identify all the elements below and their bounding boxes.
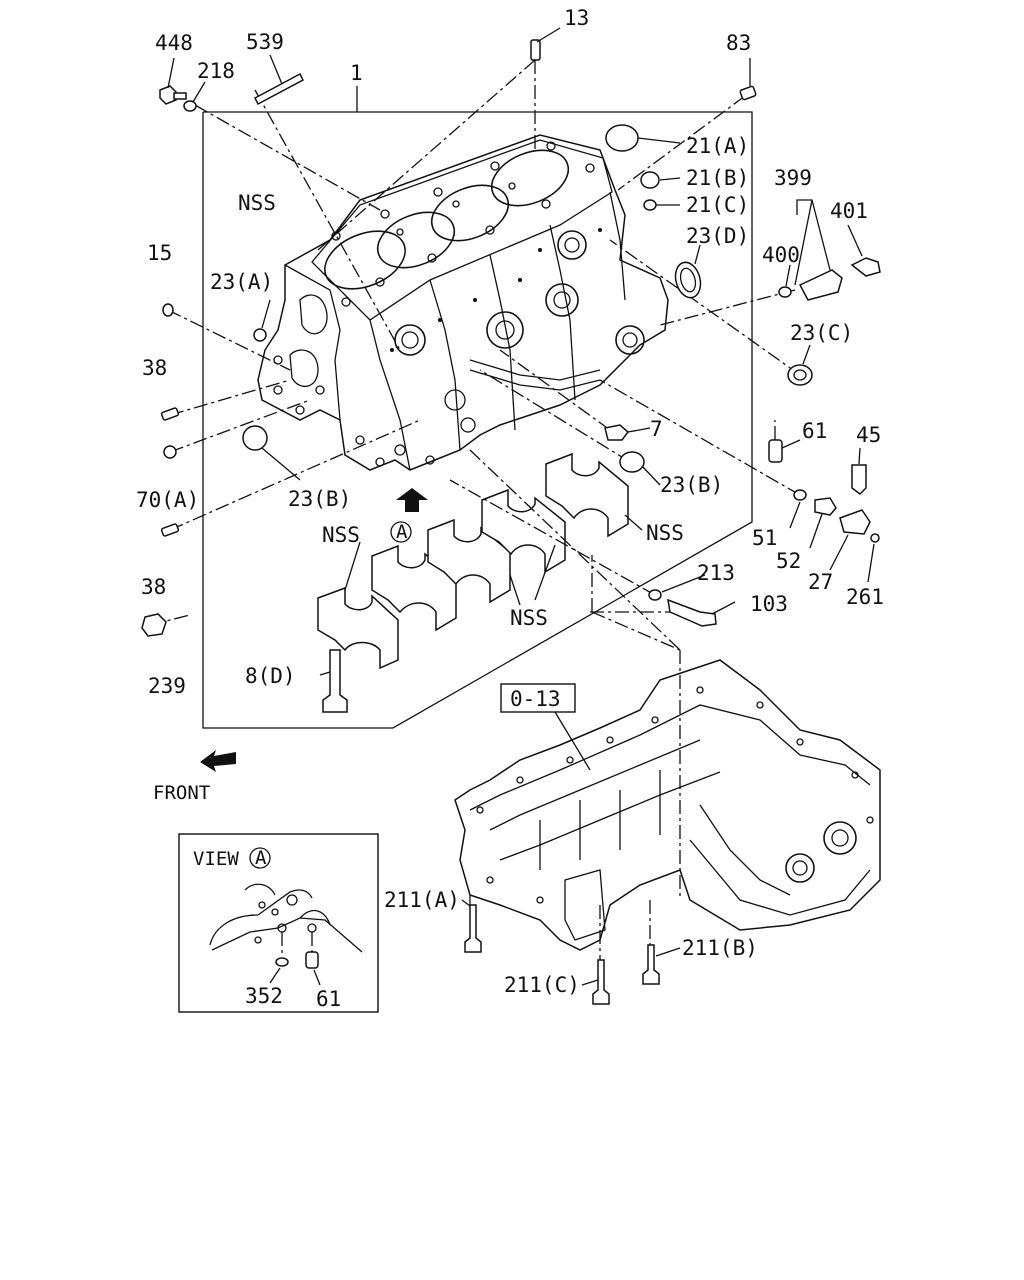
label-38-bottom: 38 bbox=[141, 575, 166, 599]
label-448: 448 bbox=[155, 31, 193, 55]
label-8d: 8(D) bbox=[245, 664, 296, 688]
label-23c: 23(C) bbox=[790, 321, 853, 345]
label-211a: 211(A) bbox=[384, 888, 460, 912]
label-front: FRONT bbox=[153, 782, 210, 804]
label-213: 213 bbox=[697, 561, 735, 585]
label-7: 7 bbox=[650, 417, 663, 441]
bearing-caps bbox=[317, 452, 629, 670]
assembly-frame bbox=[202, 86, 753, 729]
loose-parts bbox=[141, 39, 881, 1005]
label-23b-right: 23(B) bbox=[660, 473, 723, 497]
front-arrow-icon bbox=[200, 750, 236, 772]
label-callout-lines bbox=[167, 27, 875, 986]
label-23b-left: 23(B) bbox=[288, 487, 351, 511]
label-13: 13 bbox=[564, 6, 589, 30]
label-83: 83 bbox=[726, 31, 751, 55]
view-a-arrow bbox=[396, 488, 428, 512]
label-211c: 211(C) bbox=[504, 973, 580, 997]
label-400: 400 bbox=[762, 243, 800, 267]
inset-marker-circle bbox=[249, 847, 271, 869]
cylinder-block bbox=[257, 134, 669, 471]
label-61: 61 bbox=[802, 419, 827, 443]
label-nss-left: NSS bbox=[322, 523, 360, 547]
label-21a: 21(A) bbox=[686, 134, 749, 158]
oil-pan bbox=[454, 659, 881, 951]
label-view-a-marker: A bbox=[396, 521, 408, 543]
label-27: 27 bbox=[808, 570, 833, 594]
inset-marker: A bbox=[255, 847, 267, 869]
inset-title: VIEW bbox=[193, 848, 239, 870]
label-23a: 23(A) bbox=[210, 270, 273, 294]
label-103: 103 bbox=[750, 592, 788, 616]
inset-label-61: 61 bbox=[316, 987, 341, 1011]
label-nss-right: NSS bbox=[646, 521, 684, 545]
label-401: 401 bbox=[830, 199, 868, 223]
label-70a: 70(A) bbox=[136, 488, 199, 512]
label-21b: 21(B) bbox=[686, 166, 749, 190]
label-15: 15 bbox=[147, 241, 172, 265]
label-51: 51 bbox=[752, 526, 777, 550]
label-nss-top: NSS bbox=[238, 191, 276, 215]
label-218: 218 bbox=[197, 59, 235, 83]
label-211b: 211(B) bbox=[682, 936, 758, 960]
label-1: 1 bbox=[350, 61, 363, 85]
inset-label-352: 352 bbox=[245, 984, 283, 1008]
label-38-top: 38 bbox=[142, 356, 167, 380]
view-a-circle bbox=[390, 521, 412, 543]
leader-lines bbox=[149, 59, 801, 960]
label-ref-box: 0-13 bbox=[510, 687, 561, 711]
label-23d: 23(D) bbox=[686, 224, 749, 248]
label-399: 399 bbox=[774, 166, 812, 190]
label-45: 45 bbox=[856, 423, 881, 447]
ref-box bbox=[500, 683, 576, 713]
label-539: 539 bbox=[246, 30, 284, 54]
label-261: 261 bbox=[846, 585, 884, 609]
label-239: 239 bbox=[148, 674, 186, 698]
part-labels: 13 448 539 218 1 83 21(A) 21(B) 21(C) 39… bbox=[136, 6, 884, 997]
inset-view-a: VIEW A 352 61 bbox=[178, 833, 379, 1013]
label-52: 52 bbox=[776, 549, 801, 573]
label-21c: 21(C) bbox=[686, 193, 749, 217]
label-nss-bottom: NSS bbox=[510, 606, 548, 630]
